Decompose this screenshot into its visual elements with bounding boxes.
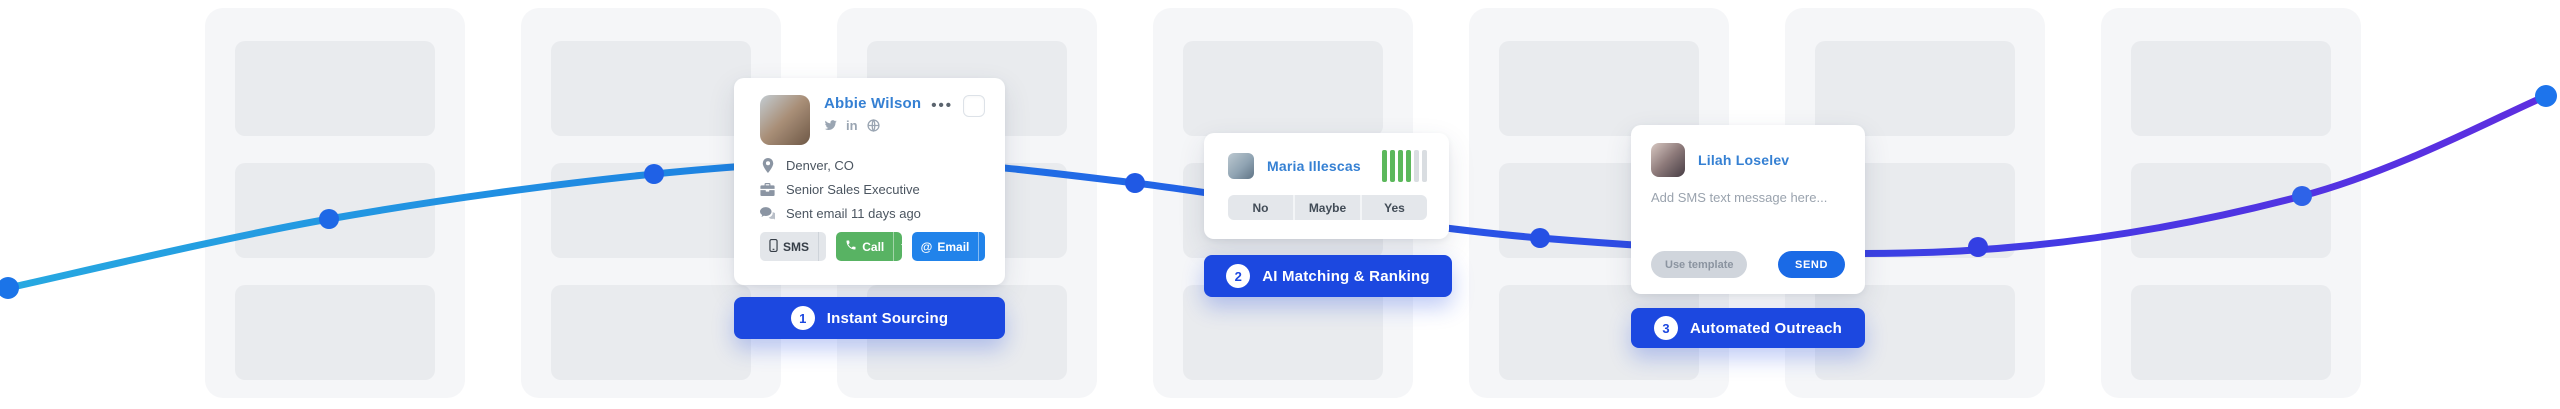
step-badge-3: 3 Automated Outreach (1631, 308, 1865, 348)
sms-dropdown-caret[interactable] (818, 232, 827, 261)
flow-dot (0, 277, 19, 299)
step-label: Instant Sourcing (826, 309, 949, 327)
email-dropdown-caret[interactable] (978, 232, 985, 261)
linkedin-icon[interactable]: in (846, 117, 858, 133)
twitter-icon[interactable] (824, 120, 837, 131)
select-checkbox[interactable] (963, 95, 985, 117)
skeleton-card (551, 41, 751, 136)
email-button[interactable]: @ Email (911, 232, 985, 261)
skeleton-card (2131, 285, 2331, 380)
detail-last-activity: Sent email 11 days ago (760, 206, 985, 221)
flow-dot (1968, 237, 1988, 257)
ranking-name-link[interactable]: Maria Illescas (1267, 158, 1361, 174)
score-bar-filled (1390, 150, 1395, 182)
flow-dot (2535, 85, 2557, 107)
avatar (760, 95, 810, 145)
skeleton-card (235, 285, 435, 380)
profile-card: Abbie Wilson in ••• Denver, CO (734, 78, 1005, 285)
sms-message-input[interactable]: Add SMS text message here... (1651, 190, 1828, 205)
skeleton-card (1499, 41, 1699, 136)
score-bar-filled (1406, 150, 1411, 182)
option-no[interactable]: No (1252, 200, 1269, 215)
skeleton-card (551, 285, 751, 380)
flow-dot (2292, 186, 2312, 206)
profile-card-header: Abbie Wilson in ••• (760, 95, 985, 145)
phone-icon (845, 239, 857, 254)
globe-icon[interactable] (866, 119, 880, 132)
profile-name-link[interactable]: Abbie Wilson (824, 95, 922, 112)
flow-dot (1125, 173, 1145, 193)
match-option-group: No Maybe Yes (1228, 195, 1427, 220)
skeleton-column (2101, 8, 2361, 398)
email-button-label: Email (937, 239, 970, 254)
skeleton-card (235, 163, 435, 258)
flow-dots (0, 85, 2557, 299)
outreach-card: Lilah Loselev Add SMS text message here.… (1631, 125, 1865, 294)
step-number: 2 (1226, 264, 1251, 288)
briefcase-icon (760, 183, 775, 196)
sms-button-label: SMS (783, 239, 810, 254)
detail-title-text: Senior Sales Executive (786, 182, 920, 197)
skeleton-card (1183, 41, 1383, 136)
score-bar-filled (1398, 150, 1403, 182)
score-bars (1382, 150, 1427, 182)
detail-location: Denver, CO (760, 158, 985, 173)
flow-dot (644, 164, 664, 184)
flow-dot (319, 209, 339, 229)
detail-last-activity-text: Sent email 11 days ago (786, 206, 921, 221)
option-yes[interactable]: Yes (1360, 195, 1427, 220)
location-pin-icon (760, 158, 775, 173)
send-button[interactable]: SEND (1778, 251, 1845, 278)
step-badge-1: 1 Instant Sourcing (734, 297, 1005, 339)
score-bar-empty (1422, 150, 1427, 182)
step-number: 3 (1654, 316, 1679, 340)
step-number: 1 (790, 306, 815, 330)
chat-bubbles-icon (760, 207, 775, 220)
outreach-name-link[interactable]: Lilah Loselev (1698, 152, 1790, 168)
detail-location-text: Denver, CO (786, 158, 854, 173)
more-options-button[interactable]: ••• (931, 97, 953, 114)
call-dropdown-caret[interactable] (893, 232, 902, 261)
ranking-card: Maria Illescas No Maybe Yes (1204, 133, 1449, 239)
step-label: AI Matching & Ranking (1262, 267, 1430, 285)
skeleton-card (2131, 41, 2331, 136)
avatar (1651, 143, 1685, 177)
at-icon: @ (920, 239, 933, 254)
step-badge-2: 2 AI Matching & Ranking (1204, 255, 1452, 297)
sms-button[interactable]: SMS (760, 232, 827, 261)
score-bar-empty (1414, 150, 1419, 182)
score-bar-filled (1382, 150, 1387, 182)
skeleton-card (1815, 41, 2015, 136)
skeleton-card (235, 41, 435, 136)
step-label: Automated Outreach (1690, 319, 1842, 337)
option-maybe[interactable]: Maybe (1293, 195, 1360, 220)
flow-line (4, 92, 2550, 292)
flow-dot (1530, 228, 1550, 248)
detail-title: Senior Sales Executive (760, 182, 985, 197)
use-template-button[interactable]: Use template (1651, 251, 1748, 278)
skeleton-card (1183, 285, 1383, 380)
mobile-phone-icon (769, 238, 778, 255)
call-button[interactable]: Call (836, 232, 902, 261)
call-button-label: Call (862, 239, 885, 254)
avatar (1228, 153, 1254, 179)
